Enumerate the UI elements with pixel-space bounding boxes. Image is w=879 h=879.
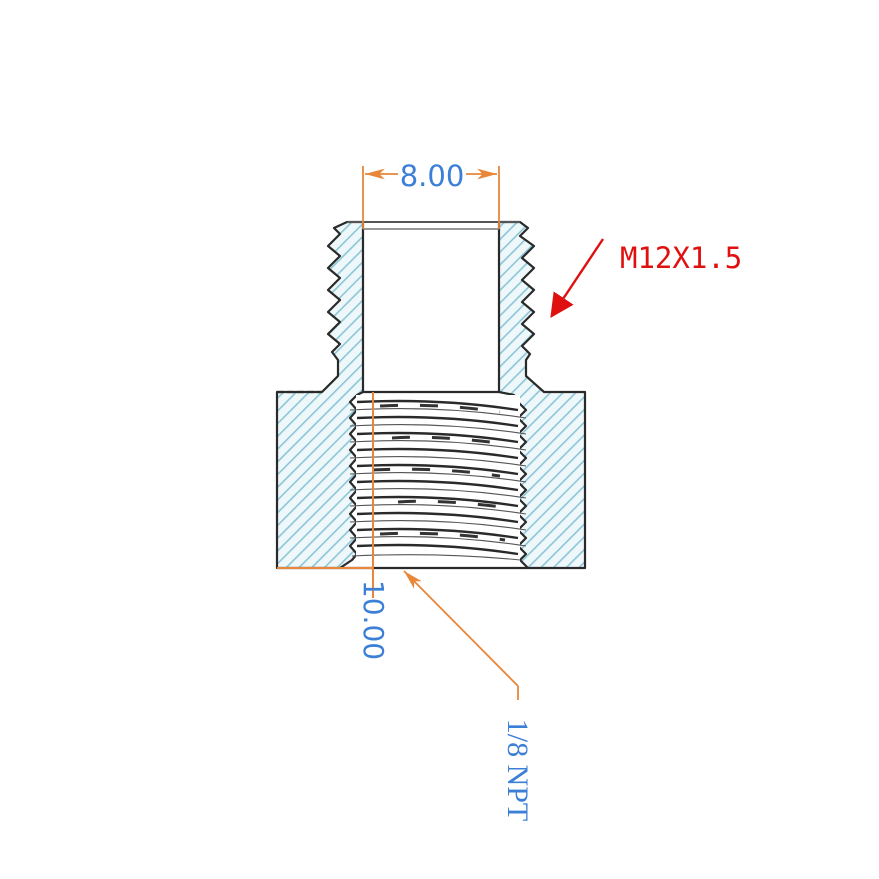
dimension-bore-diameter: 8.00: [362, 159, 500, 229]
dimension-internal-depth: 10.00: [277, 392, 390, 660]
dimension-label-bore: 8.00: [400, 159, 465, 193]
callout-label-npt: 1/8 NPT: [501, 719, 534, 822]
callout-label-m12: M12X1.5: [620, 241, 742, 275]
callout-npt: 1/8 NPT: [403, 570, 534, 822]
left-section-wall: [275, 220, 365, 570]
callout-m12: M12X1.5: [550, 238, 742, 318]
spigot-top-face: [347, 221, 520, 394]
internal-npt-threads: [340, 395, 528, 570]
dimension-label-depth: 10.00: [357, 580, 390, 660]
